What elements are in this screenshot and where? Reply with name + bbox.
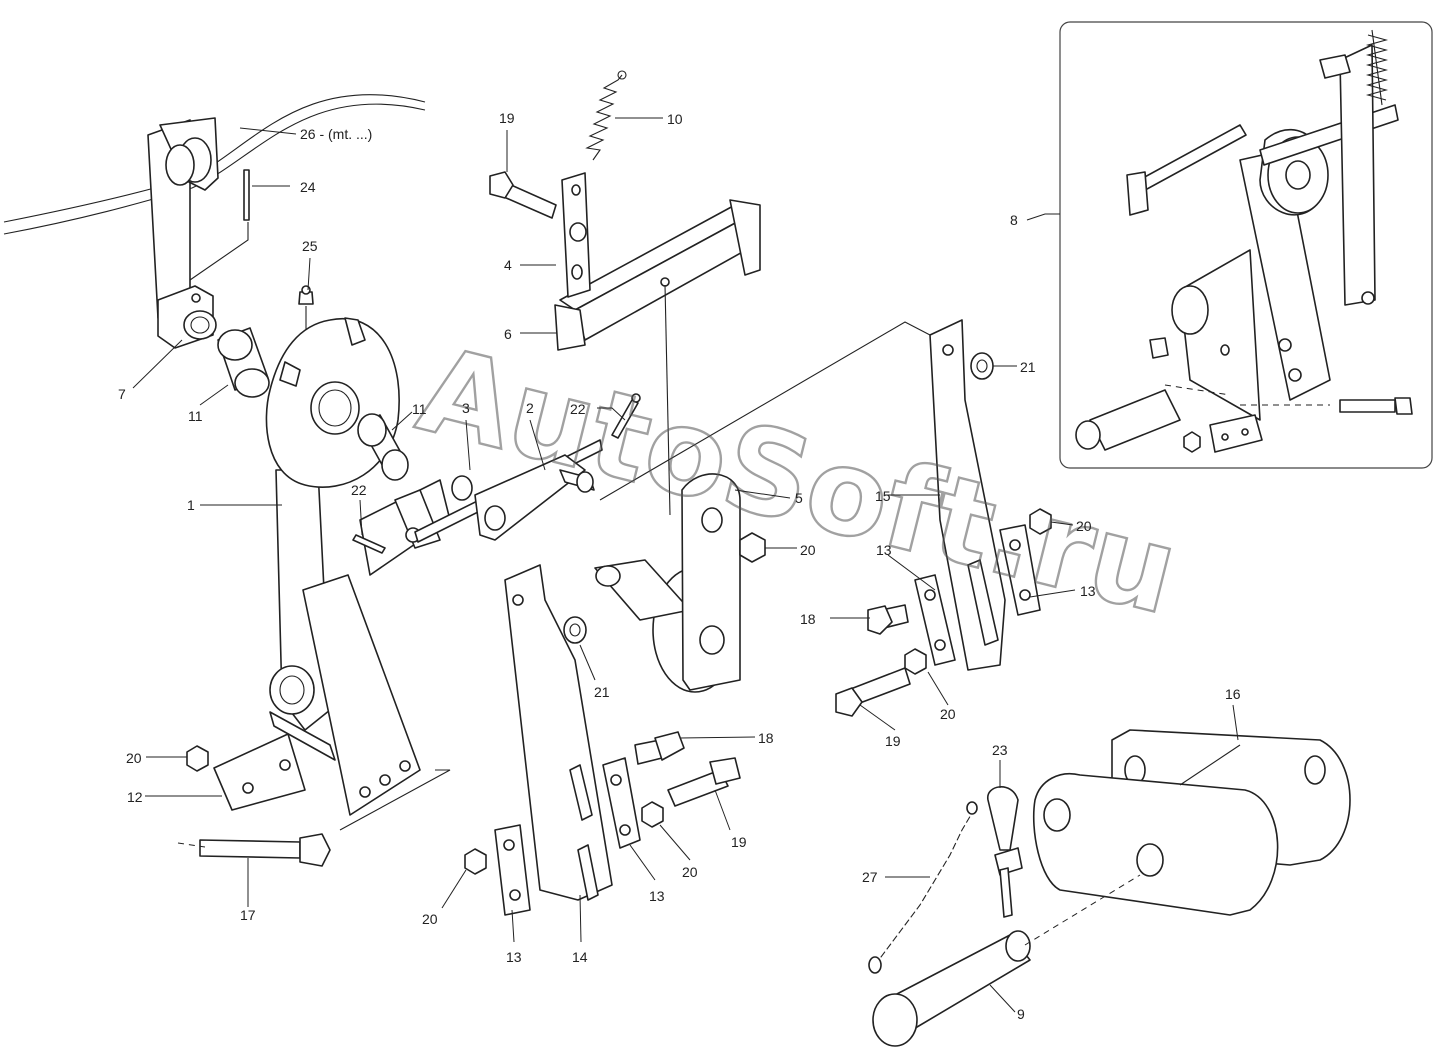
bolt-part-17 xyxy=(177,833,331,867)
callout-24: 24 xyxy=(300,179,316,195)
r-clip-part-23 xyxy=(987,786,1023,918)
callout-4: 4 xyxy=(504,257,512,273)
callout-11-a: 11 xyxy=(188,408,203,424)
callout-19-a: 19 xyxy=(499,110,515,126)
split-pin-part-22-a xyxy=(611,393,641,439)
callout-18-a: 18 xyxy=(758,730,774,746)
callout-20-d: 20 xyxy=(800,542,816,558)
bolt-part-19-top xyxy=(489,171,557,219)
chain-part-27 xyxy=(868,801,978,974)
callout-9: 9 xyxy=(1017,1006,1025,1022)
callout-7: 7 xyxy=(118,386,126,402)
crossbar-part-6 xyxy=(554,199,761,516)
callout-20-b: 20 xyxy=(422,911,438,927)
hitch-pin-part-9 xyxy=(872,874,1141,1047)
callout-13-d: 13 xyxy=(1080,583,1096,599)
bushing-part-11-b xyxy=(357,413,409,481)
callout-2: 2 xyxy=(526,400,534,416)
callout-15: 15 xyxy=(875,488,891,504)
inset-assembly-view xyxy=(1059,21,1433,469)
nut-part-20-f xyxy=(1029,508,1052,535)
link-plate-part-2 xyxy=(451,454,595,541)
callout-5: 5 xyxy=(795,490,803,506)
plate-part-13-c xyxy=(914,574,956,666)
plate-part-13-b xyxy=(602,757,641,849)
bolt-part-19-lower xyxy=(667,757,741,807)
callout-1: 1 xyxy=(187,497,195,513)
callout-16: 16 xyxy=(1225,686,1241,702)
callout-19-b: 19 xyxy=(731,834,747,850)
lever-disc-part-1 xyxy=(265,317,451,831)
callout-12: 12 xyxy=(127,789,143,805)
callout-27: 27 xyxy=(862,869,878,885)
callout-20-c: 20 xyxy=(682,864,698,880)
lever-arm-part-14 xyxy=(504,564,613,901)
plate-part-13-a xyxy=(494,824,531,916)
callout-13-b: 13 xyxy=(649,888,665,904)
callout-23: 23 xyxy=(992,742,1008,758)
callout-21-a: 21 xyxy=(594,684,610,700)
callout-21-b: 21 xyxy=(1020,359,1036,375)
callout-20-f: 20 xyxy=(1076,518,1092,534)
bolt-part-18-right xyxy=(867,604,909,635)
callout-3: 3 xyxy=(462,400,470,416)
bracket-part-4 xyxy=(561,172,591,298)
callout-18-b: 18 xyxy=(800,611,816,627)
callout-13-c: 13 xyxy=(876,542,892,558)
callout-17: 17 xyxy=(240,907,256,923)
callout-26: 26 - (mt. ...) xyxy=(300,126,372,142)
callout-11-b: 11 xyxy=(412,401,427,417)
callout-19-c: 19 xyxy=(885,733,901,749)
cable-bracket-part-7 xyxy=(147,117,249,349)
nut-part-20-c xyxy=(641,801,664,828)
callout-20-e: 20 xyxy=(940,706,956,722)
bolt-part-19-right xyxy=(835,667,911,717)
nut-part-20-e xyxy=(904,648,927,675)
washer-part-21-b xyxy=(970,352,994,380)
plate-part-13-d xyxy=(999,524,1041,616)
callout-6: 6 xyxy=(504,326,512,342)
callout-20-a: 20 xyxy=(126,750,142,766)
split-pin-part-22-b xyxy=(352,534,386,554)
callout-13-a: 13 xyxy=(506,949,522,965)
nut-part-20-d xyxy=(739,532,766,563)
callout-14: 14 xyxy=(572,949,588,965)
callout-22-b: 22 xyxy=(351,482,367,498)
lever-arm-part-15 xyxy=(599,319,1006,671)
leader-lines xyxy=(132,117,1239,1013)
nut-part-20-b xyxy=(464,848,487,875)
spring-part-10 xyxy=(585,70,627,161)
callout-25: 25 xyxy=(302,238,318,254)
callout-8: 8 xyxy=(1010,212,1018,228)
bolt-part-18-lower xyxy=(634,731,685,765)
washer-part-21-a xyxy=(563,616,587,644)
hitch-bracket-part-16 xyxy=(1032,729,1351,916)
cam-part-5 xyxy=(594,473,741,693)
pin-part-24 xyxy=(243,169,250,221)
callout-labels: 1 2 3 4 5 6 7 8 9 10 11 11 12 13 13 13 1… xyxy=(118,110,1241,1022)
callout-10: 10 xyxy=(667,111,683,127)
bushing-part-11 xyxy=(217,327,270,398)
plate-part-12 xyxy=(213,733,306,811)
nut-part-20-a xyxy=(186,745,209,772)
callout-22-a: 22 xyxy=(570,401,586,417)
